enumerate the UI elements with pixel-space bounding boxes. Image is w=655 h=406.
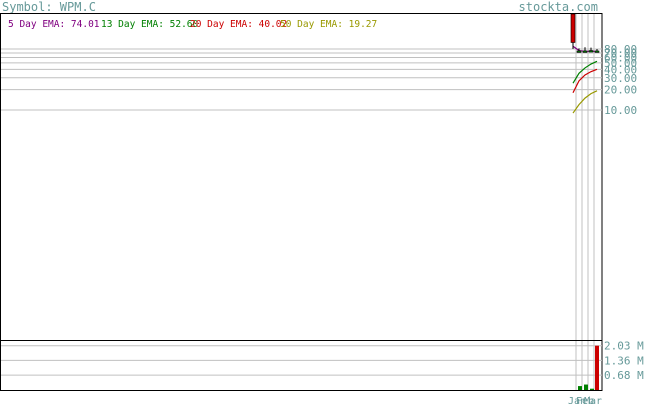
x-tick-label: Mar <box>584 396 602 406</box>
candle-body <box>582 50 588 53</box>
volume-panel: 0.68 M 1.36 M2.03 M <box>0 340 644 391</box>
ema-line-ema20 <box>572 68 598 94</box>
ema-line-ema50 <box>572 90 598 114</box>
legend-ema13: 13 Day EMA: 52.60 <box>101 19 199 30</box>
x-tick-label: Jan <box>568 396 586 406</box>
legend-ema5: 5 Day EMA: 74.01 <box>8 19 100 30</box>
candle-body <box>594 50 600 53</box>
volume-tick-label: 2.03 M <box>604 340 644 353</box>
candle-body <box>576 50 582 53</box>
x-tick-label: Feb <box>576 396 594 406</box>
volume-tick-label: 0.68 M <box>604 369 644 382</box>
price-tick-label: 50.00 <box>604 57 637 70</box>
volume-panel-frame <box>0 340 603 391</box>
price-tick-label: 70.00 <box>604 47 637 60</box>
legend-ema20: 20 Day EMA: 40.02 <box>190 19 287 30</box>
price-tick-label: 30.00 <box>604 72 637 85</box>
volume-bar <box>584 384 588 390</box>
volume-bar <box>595 345 599 390</box>
price-tick-label: 60.00 <box>604 51 637 64</box>
price-tick-label: 10.00 <box>604 104 637 117</box>
candle-body <box>570 13 576 43</box>
brand-label: stockta.com <box>519 0 598 14</box>
price-tick-label: 20.00 <box>604 84 637 97</box>
symbol-label: Symbol: WPM.C <box>2 0 96 14</box>
legend-ema50: 50 Day EMA: 19.27 <box>280 19 377 30</box>
ema-line-ema13 <box>572 60 598 84</box>
volume-bar <box>590 388 594 390</box>
price-tick-label: 40.00 <box>604 63 637 76</box>
price-tick-label: 80.00 <box>604 43 637 56</box>
volume-tick-label: 1.36 M <box>604 354 644 367</box>
candle-body <box>588 50 594 53</box>
volume-bar <box>578 386 582 390</box>
